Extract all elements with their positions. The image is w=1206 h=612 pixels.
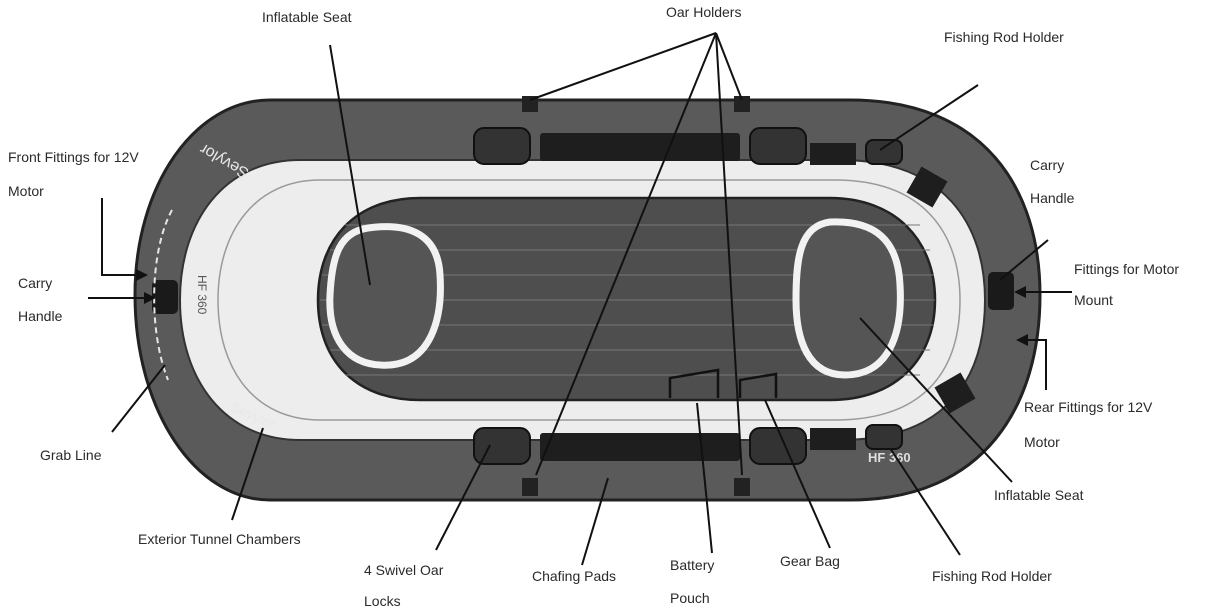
fishing-rod-holder-icon: [865, 139, 903, 165]
oar-lock-icon: [749, 427, 807, 465]
label-carry-handle-left-2: Handle: [18, 308, 63, 324]
inflatable-seat-left: [326, 223, 444, 369]
rear-pad-bottom: [810, 428, 856, 450]
arrow-motor-mount: [1014, 286, 1026, 298]
label-exterior-tunnel: Exterior Tunnel Chambers: [138, 531, 301, 547]
label-gear-bag: Gear Bag: [780, 553, 840, 569]
battery-pouch-icon: [668, 368, 720, 398]
chafing-pad-top: [540, 133, 740, 161]
labels: Inflatable Seat Oar Holders Fishing Rod …: [8, 4, 1179, 609]
arrowheads: [136, 269, 1028, 346]
label-fittings-motor-mount: Fittings for Motor: [1074, 261, 1179, 277]
leader-lines: [88, 32, 1072, 566]
label-fishing-rod-holder-bottom: Fishing Rod Holder: [932, 568, 1052, 584]
label-fittings-motor-mount-2: Mount: [1074, 292, 1113, 308]
label-inflatable-seat-top: Inflatable Seat: [262, 9, 352, 25]
label-chafing-pads: Chafing Pads: [532, 568, 616, 584]
model-decal-bow: HF 360: [195, 275, 209, 315]
label-battery-pouch: Battery: [670, 557, 714, 573]
label-front-fittings-2: Motor: [8, 183, 44, 199]
boat: HF 360 HF 360 Sevylor Sevylor: [133, 96, 1042, 502]
label-rear-fittings: Rear Fittings for 12V: [1024, 399, 1153, 415]
label-grab-line: Grab Line: [40, 447, 102, 463]
inflatable-seat-right: [792, 218, 904, 379]
label-swivel-oar: 4 Swivel Oar: [364, 562, 444, 578]
oar-holder-icon: [734, 478, 750, 496]
fishing-rod-holder-icon: [865, 424, 903, 450]
oar-holder-icon: [734, 96, 750, 112]
label-rear-fittings-2: Motor: [1024, 434, 1060, 450]
oar-lock-icon: [749, 127, 807, 165]
label-oar-holders: Oar Holders: [666, 4, 741, 20]
arrow-rear-fittings: [1016, 334, 1028, 346]
arrow-carry-left: [144, 292, 156, 304]
carry-handle-front: [152, 280, 178, 314]
label-swivel-oar-2: Locks: [364, 593, 401, 609]
oar-lock-icon: [473, 427, 531, 465]
label-carry-handle-left: Carry: [18, 275, 52, 291]
chafing-pad-bottom: [540, 433, 740, 461]
grab-line: [153, 209, 173, 381]
oar-lock-icon: [473, 127, 531, 165]
label-battery-pouch-2: Pouch: [670, 590, 710, 606]
carry-handle-rear: [988, 272, 1014, 310]
label-carry-handle-right-2: Handle: [1030, 190, 1075, 206]
oar-holder-icon: [522, 96, 538, 112]
label-inflatable-seat-bottom: Inflatable Seat: [994, 487, 1084, 503]
rear-side-panel: [906, 166, 948, 208]
oar-holder-icon: [522, 478, 538, 496]
rear-side-panel: [934, 372, 976, 414]
label-front-fittings: Front Fittings for 12V: [8, 149, 139, 165]
rear-pad-top: [810, 143, 856, 165]
label-fishing-rod-holder-top: Fishing Rod Holder: [944, 29, 1064, 45]
label-carry-handle-right: Carry: [1030, 157, 1064, 173]
model-decal-side: HF 360: [868, 450, 911, 465]
arrow-front-fittings: [136, 269, 148, 281]
inner-tube-ring: [217, 179, 961, 421]
gear-bag-icon: [738, 372, 778, 398]
